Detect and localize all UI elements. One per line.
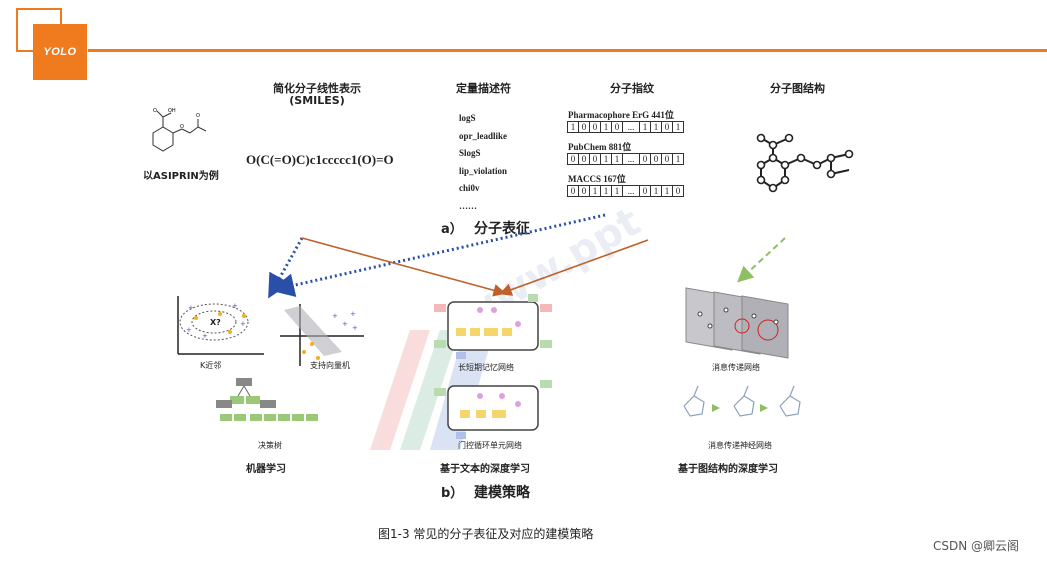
fingerprint-label: Pharmacophore ErG 441位	[568, 110, 674, 120]
example-label: 以ASIPRIN为例	[143, 171, 219, 182]
bit-cell: 0	[672, 185, 684, 197]
rnn-diagrams	[434, 294, 552, 439]
knn-label: K近邻	[200, 361, 222, 370]
svg-text:+: +	[332, 312, 338, 320]
o-label-2: O	[180, 124, 184, 130]
smiles-value: O(C(=O)C)c1ccccc1(O)=O	[246, 152, 394, 167]
svg-text:+: +	[352, 324, 358, 332]
smiles-title-line1: 简化分子线性表示	[273, 82, 361, 95]
fingerprint-label: MACCS 167位	[568, 174, 626, 184]
footer-credit: CSDN @卿云阁	[933, 539, 1020, 553]
svg-text:+: +	[188, 304, 194, 312]
fingerprints-title: 分子指纹	[610, 82, 654, 95]
bit-cell: 1	[672, 121, 684, 133]
svg-text:+: +	[350, 310, 356, 318]
descriptor-item: SlogS	[459, 148, 481, 158]
text-dl-group-title: 基于文本的深度学习	[440, 464, 530, 475]
figure-caption: 图1-3 常见的分子表征及对应的建模策略	[378, 527, 594, 541]
gru-label: 门控循环单元网络	[458, 441, 522, 450]
aspirin-structure: OH O O O	[152, 108, 207, 152]
descriptor-item: lip_violation	[459, 165, 508, 176]
svg-text:+: +	[342, 320, 348, 328]
ml-group-title: 机器学习	[246, 464, 286, 475]
fingerprint-bits: 0 0 1 1 1 ... 0 1 1 0	[567, 185, 684, 197]
fingerprint-bits: 1 0 0 1 0 ... 1 1 0 1	[567, 121, 684, 133]
molecular-graph	[756, 133, 854, 193]
mpnn2-label: 消息传递神经网络	[708, 441, 772, 450]
descriptor-item: opr_leadlike	[459, 130, 508, 141]
oh-label: OH	[168, 108, 176, 114]
descriptors-title: 定量描述符	[456, 82, 511, 95]
smiles-title-line2: (SMILES)	[289, 94, 345, 107]
descriptor-item: ……	[459, 200, 477, 211]
section-a-letter: a）	[441, 222, 463, 237]
svg-text:+: +	[232, 302, 238, 310]
descriptors-list: logS opr_leadlike SlogS lip_violation ch…	[459, 110, 507, 215]
o-label-3: O	[196, 113, 200, 119]
o-label-1: O	[153, 108, 157, 114]
section-b-title: 建模策略	[474, 485, 530, 501]
descriptor-item: logS	[459, 113, 476, 123]
mpnn-label: 消息传递网络	[712, 363, 760, 372]
yolo-logo: YOLO	[33, 24, 87, 80]
bit-cell: 1	[672, 153, 684, 165]
descriptor-item: chi0v	[459, 183, 480, 193]
svg-text:+: +	[186, 326, 192, 334]
graph-title: 分子图结构	[770, 82, 825, 95]
svm-label: 支持向量机	[310, 361, 350, 370]
graph-dl-group-title: 基于图结构的深度学习	[678, 464, 778, 475]
header-divider	[88, 49, 1047, 52]
section-a-title: 分子表征	[474, 221, 530, 237]
lstm-label: 长短期记忆网络	[458, 363, 514, 372]
fingerprint-block: Pharmacophore ErG 441位 1 0 0 1 0 ... 1 1…	[567, 108, 684, 197]
gnn-diagrams	[683, 287, 801, 417]
tree-label: 决策树	[258, 441, 282, 450]
logo-text: YOLO	[43, 46, 77, 58]
section-b-letter: b）	[441, 486, 464, 501]
svg-text:+: +	[202, 332, 208, 340]
fingerprint-label: PubChem 881位	[568, 142, 632, 152]
fingerprint-bits: 0 0 0 1 1 ... 0 0 0 1	[567, 153, 684, 165]
ml-diagrams: +++++ ++++	[177, 296, 364, 421]
knn-query-label: X?	[210, 318, 221, 327]
svg-text:+: +	[240, 320, 246, 328]
